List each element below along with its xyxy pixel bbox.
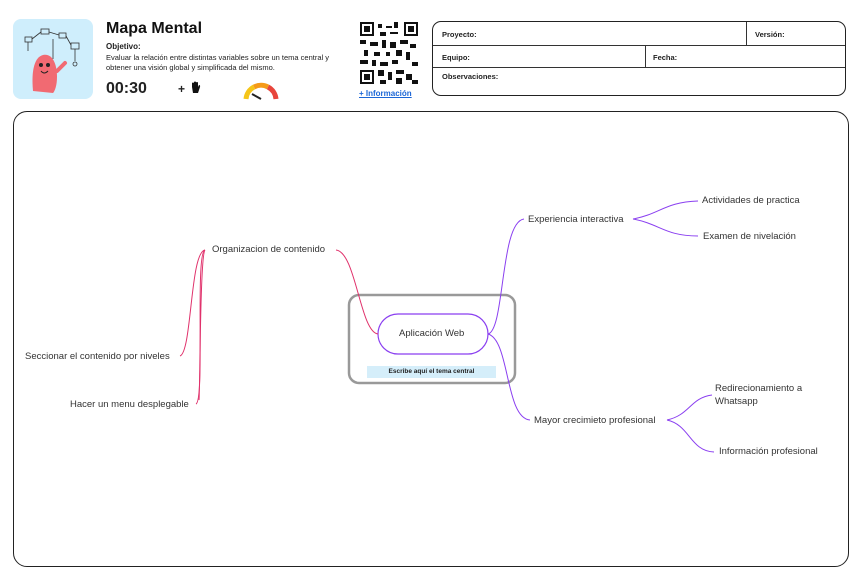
node-redireccionamiento-line1: Redirecionamiento a bbox=[715, 383, 803, 394]
center-node-label[interactable]: Aplicación Web bbox=[399, 328, 465, 339]
node-menu[interactable]: Hacer un menu desplegable bbox=[70, 399, 189, 410]
project-label: Proyecto: bbox=[442, 30, 477, 39]
node-redireccionamiento[interactable]: Redirecionamiento a Whatsapp bbox=[715, 382, 802, 408]
group-prefix: + bbox=[178, 82, 186, 96]
difficulty-gauge-icon bbox=[243, 82, 279, 100]
app-logo bbox=[13, 19, 93, 99]
node-experiencia[interactable]: Experiencia interactiva bbox=[528, 214, 624, 225]
divider bbox=[433, 67, 845, 68]
more-info-link[interactable]: + Información bbox=[359, 89, 412, 98]
version-label: Versión: bbox=[755, 30, 785, 39]
connector-organizacion-menu-2 bbox=[198, 249, 206, 401]
center-frame bbox=[347, 293, 517, 385]
divider bbox=[746, 22, 747, 45]
date-label: Fecha: bbox=[653, 53, 678, 62]
center-topic-hint: Escribe aquí el tema central bbox=[367, 366, 496, 378]
divider bbox=[433, 45, 845, 46]
objective-label: Objetivo: bbox=[106, 42, 141, 51]
page-title: Mapa Mental bbox=[106, 20, 203, 37]
node-redireccionamiento-line2: Whatsapp bbox=[715, 396, 758, 407]
observations-label: Observaciones: bbox=[442, 72, 499, 81]
connector-center-experiencia bbox=[487, 218, 525, 335]
objective-text: Evaluar la relación entre distintas vari… bbox=[106, 53, 330, 72]
connector-organizacion-seccionar bbox=[179, 249, 206, 357]
node-crecimiento[interactable]: Mayor crecimieto profesional bbox=[534, 415, 656, 426]
connector-experiencia-actividades bbox=[632, 200, 699, 220]
node-seccionar[interactable]: Seccionar el contenido por niveles bbox=[25, 351, 170, 362]
connector-crecimiento-redireccionamiento bbox=[666, 394, 713, 421]
connector-crecimiento-info bbox=[666, 419, 715, 453]
group-size-indicator: + bbox=[178, 80, 204, 96]
mindmap-canvas[interactable] bbox=[13, 111, 849, 567]
project-info-box: Proyecto: Versión: Equipo: Fecha: Observ… bbox=[432, 21, 846, 96]
node-actividades[interactable]: Actividades de practica bbox=[702, 195, 800, 206]
connector-center-crecimiento bbox=[487, 333, 531, 421]
connector-experiencia-examen bbox=[632, 218, 699, 237]
connector-center-organizacion bbox=[335, 249, 379, 335]
node-examen[interactable]: Examen de nivelación bbox=[703, 231, 796, 242]
divider bbox=[645, 45, 646, 67]
hand-icon bbox=[192, 81, 201, 93]
qr-code-icon[interactable] bbox=[360, 22, 418, 84]
timer-display: 00:30 bbox=[106, 80, 147, 97]
team-label: Equipo: bbox=[442, 53, 470, 62]
node-info-profesional[interactable]: Información profesional bbox=[719, 446, 818, 457]
node-organizacion[interactable]: Organizacion de contenido bbox=[212, 244, 326, 255]
